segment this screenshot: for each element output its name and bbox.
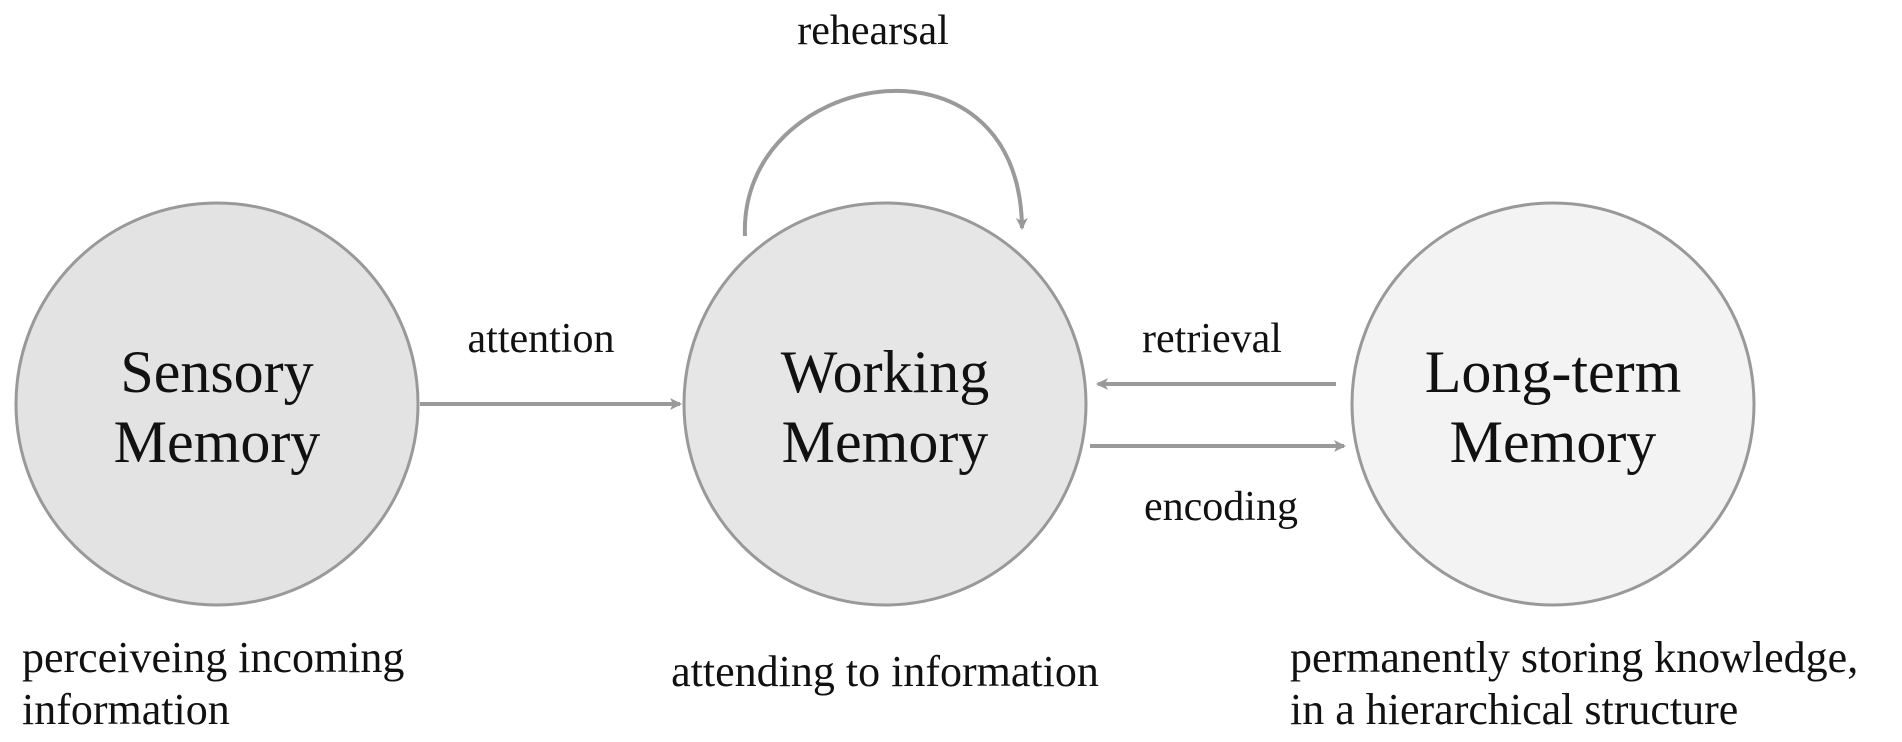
long-term-memory-node: Long-term Memory	[1350, 201, 1756, 607]
long-term-memory-caption-line2: in a hierarchical structure	[1290, 685, 1738, 734]
working-memory-caption: attending to information	[671, 647, 1099, 696]
working-memory-circle	[682, 201, 1088, 607]
sensory-memory-node: Sensory Memory	[14, 201, 420, 607]
sensory-memory-label-line2: Memory	[114, 409, 321, 475]
rehearsal-label: rehearsal	[797, 8, 949, 54]
long-term-memory-caption-line1: permanently storing knowledge,	[1290, 633, 1858, 682]
sensory-memory-label-line1: Sensory	[120, 339, 313, 405]
attention-label: attention	[468, 316, 615, 362]
sensory-memory-caption-line2: information	[22, 685, 230, 734]
encoding-label: encoding	[1144, 484, 1298, 530]
sensory-memory-caption-line1: perceiveing incoming	[22, 633, 404, 682]
long-term-memory-label-line2: Memory	[1450, 409, 1657, 475]
working-memory-node: Working Memory	[682, 201, 1088, 607]
working-memory-label-line1: Working	[781, 339, 989, 405]
rehearsal-arrow	[742, 88, 1028, 237]
sensory-memory-circle	[14, 201, 420, 607]
retrieval-label: retrieval	[1142, 316, 1282, 362]
long-term-memory-label-line1: Long-term	[1425, 339, 1682, 405]
long-term-memory-circle	[1350, 201, 1756, 607]
working-memory-label-line2: Memory	[782, 409, 989, 475]
